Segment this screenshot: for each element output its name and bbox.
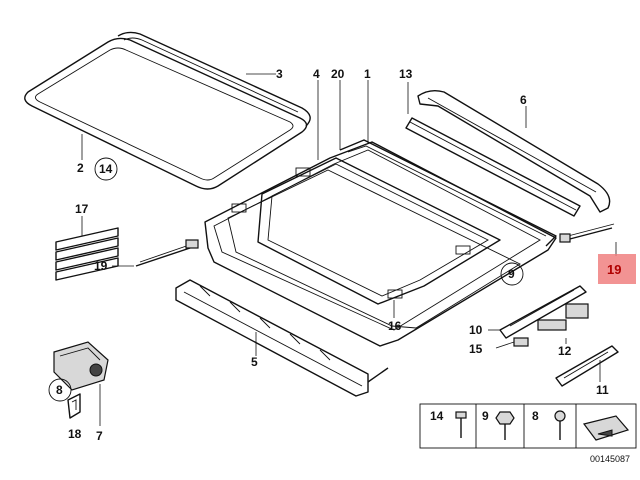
highlight-box [598,254,636,284]
callout-15: 15 [469,342,483,356]
callout-20: 20 [331,67,345,81]
pad-15 [513,337,529,347]
bracket-18 [67,393,81,419]
callout-19-right: 19 [607,262,621,277]
callout-4: 4 [313,67,320,81]
legend-item-8: 8 [532,409,539,423]
callout-8: 8 [56,383,63,397]
clip-set-12 [537,303,589,331]
bracket-10 [499,285,587,339]
screw-icon [554,410,566,440]
callout-6: 6 [520,93,527,107]
leader-lines [81,73,617,426]
callout-16: 16 [388,319,402,333]
callout-circle-9 [500,262,524,286]
callout-11: 11 [596,383,609,397]
legend-item-14: 14 [430,409,444,423]
callout-17: 17 [75,202,89,216]
diagram-number: 00145087 [590,454,630,464]
callout-2: 2 [77,161,84,175]
cable-right [559,223,615,243]
deflector-6 [417,89,611,213]
hex-bolt-icon [495,411,515,440]
callout-circle-8 [48,378,72,402]
callout-3: 3 [276,67,283,81]
callout-13: 13 [399,67,413,81]
trim-strip-5 [175,279,389,397]
callout-9: 9 [508,267,515,281]
callout-circle-14 [94,157,118,181]
legend-box: 14 9 8 [419,403,637,449]
legend-item-9: 9 [482,409,489,423]
arrow-icon [582,415,630,441]
callout-7: 7 [96,429,103,443]
callout-19-left: 19 [94,259,108,273]
callout-1: 1 [364,67,371,81]
callout-18: 18 [68,427,82,441]
rail-13 [405,117,581,217]
sunroof-frame [204,139,557,347]
cable-left [135,239,199,267]
glass-panel [24,37,308,190]
seal-panel [117,31,311,127]
callout-14: 14 [99,162,113,176]
drive-motor [53,341,109,391]
bolt-icon [455,411,467,438]
strip-11 [555,345,619,387]
callout-5: 5 [251,355,258,369]
callout-10: 10 [469,323,483,337]
slide-set-17 [55,227,119,281]
callout-12: 12 [558,344,572,358]
